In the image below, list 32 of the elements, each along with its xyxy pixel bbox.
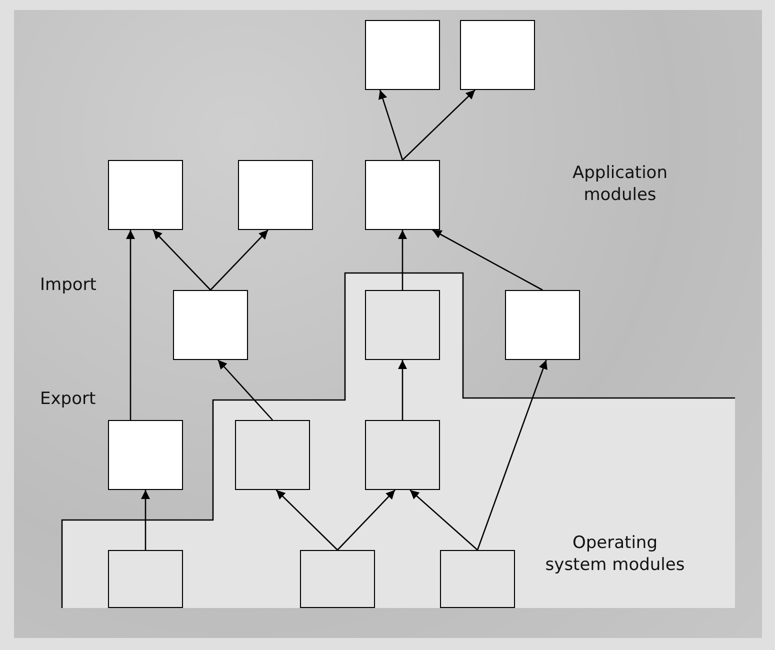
module-box <box>365 290 440 360</box>
arrow <box>398 360 407 420</box>
module-box <box>365 420 440 490</box>
module-box <box>108 160 183 230</box>
module-box <box>365 20 440 90</box>
module-box <box>173 290 248 360</box>
region-label: Operating system modules <box>545 532 685 576</box>
arrow <box>410 490 478 550</box>
module-box <box>505 290 580 360</box>
arrow <box>398 230 407 290</box>
module-box <box>300 550 375 608</box>
arrow <box>126 230 135 420</box>
module-box <box>440 550 515 608</box>
module-label: Import <box>40 274 98 296</box>
arrow <box>402 90 476 160</box>
module-box <box>235 420 310 490</box>
module-label: Export <box>40 388 97 410</box>
arrow <box>337 490 396 550</box>
module-box <box>365 160 440 230</box>
module-label: Application modules <box>572 162 668 206</box>
arrow <box>141 490 150 550</box>
arrow <box>218 360 273 420</box>
arrow <box>152 230 211 290</box>
arrow <box>210 230 268 290</box>
arrow <box>276 490 338 550</box>
module-box <box>108 550 183 608</box>
arrow <box>476 360 548 550</box>
module-box <box>108 420 183 490</box>
arrow <box>432 229 543 291</box>
module-box <box>460 20 535 90</box>
arrow <box>378 90 404 160</box>
module-box <box>238 160 313 230</box>
